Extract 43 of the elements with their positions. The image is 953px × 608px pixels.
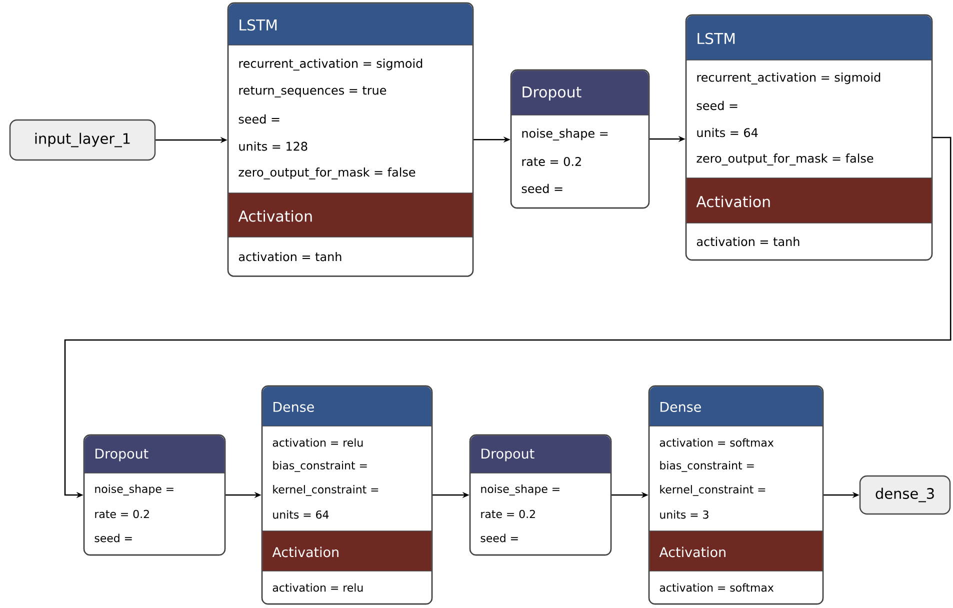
parameter-text: noise_shape = (522, 128, 608, 140)
parameter-text: recurrent_activation = sigmoid (239, 58, 422, 71)
activation-band: Activation (648, 530, 824, 571)
parameter-text: activation = tanh (696, 236, 800, 246)
parameter-text: activation = softmax (660, 438, 774, 447)
parameter-text: units = 128 (239, 142, 308, 151)
parameter-text: activation = relu (272, 583, 363, 592)
parameter-text: zero_output_for_mask = false (238, 167, 416, 180)
parameter-text: activation = tanh (238, 252, 342, 262)
header-band: LSTM (228, 4, 472, 45)
parameter-text: units = 3 (660, 510, 708, 519)
header-band: Dropout (512, 70, 648, 115)
parameter-text: zero_output_for_mask = false (696, 154, 874, 166)
parameter-text: seed = (696, 100, 738, 110)
activation-band: Activation (228, 192, 474, 237)
header-band: Dense (650, 386, 822, 426)
parameter-text: noise_shape = (481, 484, 560, 496)
parameter-text: seed = (238, 114, 280, 124)
parameter-text: kernel_constraint = (273, 485, 378, 496)
output-pill: dense_3 (859, 475, 951, 515)
parameter-text: units = 64 (697, 128, 758, 138)
parameter-text: seed = (94, 534, 132, 542)
parameter-text: activation = softmax (660, 583, 774, 592)
parameter-text: bias_constraint = (660, 461, 754, 472)
input-pill: input_layer_1 (9, 119, 156, 161)
parameter-text: seed = (522, 184, 562, 194)
parameter-text: rate = 0.2 (95, 510, 149, 518)
header-band: LSTM (686, 16, 932, 60)
parameter-text: units = 64 (273, 510, 329, 519)
header-band: Dropout (84, 436, 224, 473)
activation-band: Activation (686, 178, 932, 223)
parameter-text: kernel_constraint = (660, 485, 766, 496)
parameter-text: rate = 0.2 (522, 156, 581, 166)
header-band: Dense (262, 386, 432, 426)
parameter-text: noise_shape = (95, 484, 174, 496)
parameter-text: return_sequences = true (239, 86, 386, 98)
parameter-text: activation = relu (272, 438, 363, 447)
activation-band: Activation (262, 530, 432, 571)
parameter-text: rate = 0.2 (481, 510, 535, 518)
parameter-text: seed = (480, 534, 518, 542)
header-band: Dropout (470, 436, 610, 473)
parameter-text: bias_constraint = (273, 461, 367, 472)
parameter-text: recurrent_activation = sigmoid (697, 72, 880, 84)
